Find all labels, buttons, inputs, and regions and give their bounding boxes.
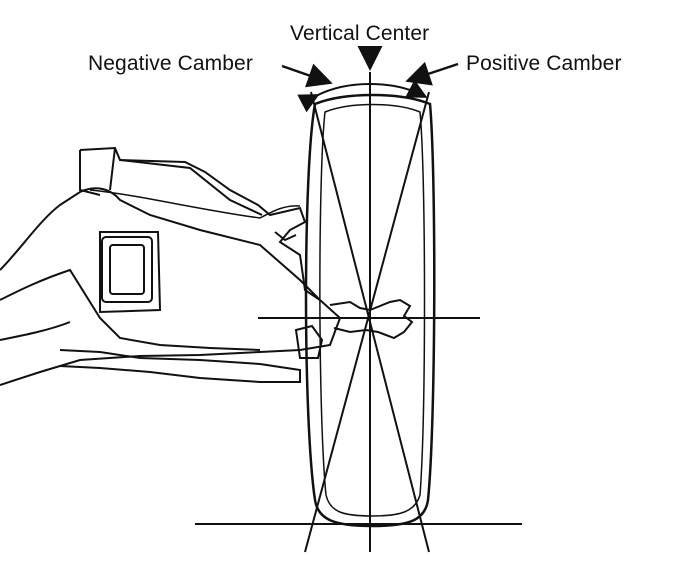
hub-assembly bbox=[0, 146, 414, 386]
vertical-center-label: Vertical Center bbox=[290, 22, 430, 45]
camber-arcs bbox=[297, 79, 428, 113]
negative-camber-label: Negative Camber bbox=[88, 52, 253, 75]
positive-camber-line bbox=[304, 91, 430, 553]
gauge-window bbox=[101, 236, 153, 303]
tire bbox=[304, 93, 436, 528]
negative-camber-line bbox=[310, 91, 430, 553]
positive-camber-label: Positive Camber bbox=[466, 52, 622, 75]
reference-lines bbox=[195, 72, 522, 553]
label-pointers bbox=[281, 46, 459, 88]
